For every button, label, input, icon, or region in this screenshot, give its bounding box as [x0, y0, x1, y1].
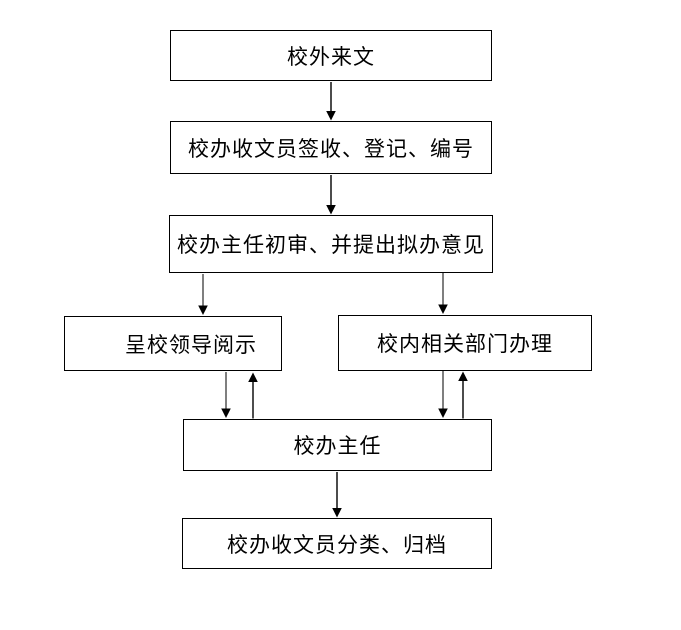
arrow-departments-to-office-director: [438, 371, 448, 418]
arrow-office-director-to-departments: [458, 371, 468, 419]
arrow-clerk-to-director: [326, 175, 336, 215]
node-label: 校内相关部门办理: [377, 332, 553, 356]
node-label: 校外来文: [287, 44, 375, 69]
node-director-initial-review: 校办主任初审、并提出拟办意见: [169, 215, 493, 273]
node-label: 呈校领导阅示: [125, 332, 257, 357]
node-clerk-classify-archive: 校办收文员分类、归档: [182, 518, 492, 569]
arrow-external-to-clerk: [326, 82, 336, 121]
arrow-director-to-departments: [438, 273, 448, 314]
node-submit-to-leaders-review: 呈校领导阅示: [64, 316, 282, 371]
arrow-director-to-leaders: [198, 274, 208, 315]
node-external-incoming-document: 校外来文: [170, 30, 492, 81]
arrow-office-director-to-archive: [332, 472, 342, 518]
node-label: 校办主任初审、并提出拟办意见: [177, 233, 485, 257]
node-clerk-sign-register-number: 校办收文员签收、登记、编号: [170, 121, 492, 174]
node-office-director: 校办主任: [183, 419, 492, 471]
node-label: 校办主任: [293, 434, 382, 458]
arrow-office-director-to-leaders: [248, 372, 258, 419]
node-internal-departments-handle: 校内相关部门办理: [338, 315, 592, 371]
node-label: 校办收文员分类、归档: [227, 532, 447, 557]
node-label: 校办收文员签收、登记、编号: [188, 136, 474, 161]
arrow-leaders-to-office-director: [221, 372, 231, 418]
